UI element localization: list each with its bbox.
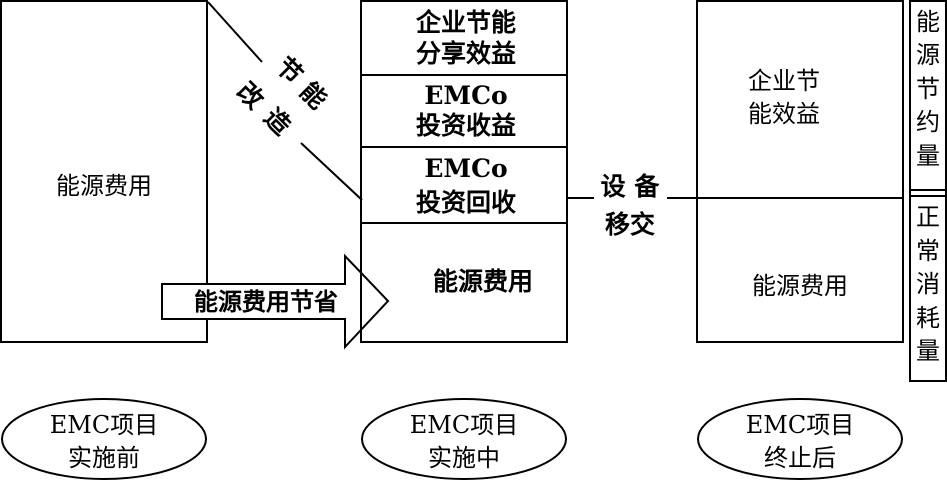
after-energy-cost-label: 能源费用 <box>752 272 848 300</box>
enterprise-benefit-line: 企业节 <box>748 67 820 95</box>
before-stage-line: 实施前 <box>68 444 140 472</box>
before-energy-cost-label: 能源费用 <box>56 172 152 200</box>
side-char: 量 <box>916 142 940 170</box>
side-char: 节 <box>916 75 940 103</box>
during-stack-box <box>360 0 568 343</box>
retrofit-label: 节 能 改 造 <box>231 52 332 141</box>
side-char: 消 <box>916 270 940 298</box>
investment-recovery-line: EMCo <box>424 154 507 183</box>
energy-saving-arrow <box>161 253 390 350</box>
shared-savings-line: 企业节能 <box>416 8 516 37</box>
side-char: 约 <box>916 108 940 136</box>
after-stage-line: 终止后 <box>764 444 836 472</box>
normal-consumption-label: 正 常 消 耗 量 <box>916 203 940 365</box>
transfer-label-line: 移交 <box>605 210 655 239</box>
retrofit-line-lower <box>300 142 363 201</box>
retrofit-char: 节 <box>270 52 308 90</box>
before-stage-oval <box>1 398 207 480</box>
energy-saving-label: 能源费用节省 <box>194 287 338 316</box>
retrofit-char: 能 <box>294 77 332 115</box>
investment-recovery-line: 投资回收 <box>416 188 516 217</box>
retrofit-char: 造 <box>258 103 296 141</box>
retrofit-line-upper <box>207 1 263 63</box>
side-char: 常 <box>916 237 940 265</box>
side-char: 量 <box>916 337 940 365</box>
after-stage-oval <box>697 398 903 480</box>
side-char: 耗 <box>916 304 940 332</box>
after-stage-line: EMC项目 <box>746 411 854 439</box>
investment-return-line: 投资收益 <box>416 111 516 140</box>
energy-saving-amount-label: 能 源 节 约 量 <box>916 8 940 170</box>
during-stage-oval <box>361 398 567 480</box>
during-stage-line: 实施中 <box>428 444 500 472</box>
after-stack-box <box>696 0 904 343</box>
side-char: 能 <box>916 8 940 36</box>
side-char: 源 <box>916 41 940 69</box>
enterprise-benefit-line: 能效益 <box>748 100 820 128</box>
transfer-label-line: 设 备 <box>601 172 661 201</box>
during-energy-cost-label: 能源费用 <box>433 267 533 296</box>
retrofit-char: 改 <box>231 77 269 115</box>
investment-return-line: EMCo <box>424 81 507 110</box>
during-stage-line: EMC项目 <box>410 411 518 439</box>
side-char: 正 <box>916 203 940 231</box>
shared-savings-line: 分享效益 <box>416 39 516 68</box>
before-stage-line: EMC项目 <box>50 411 158 439</box>
